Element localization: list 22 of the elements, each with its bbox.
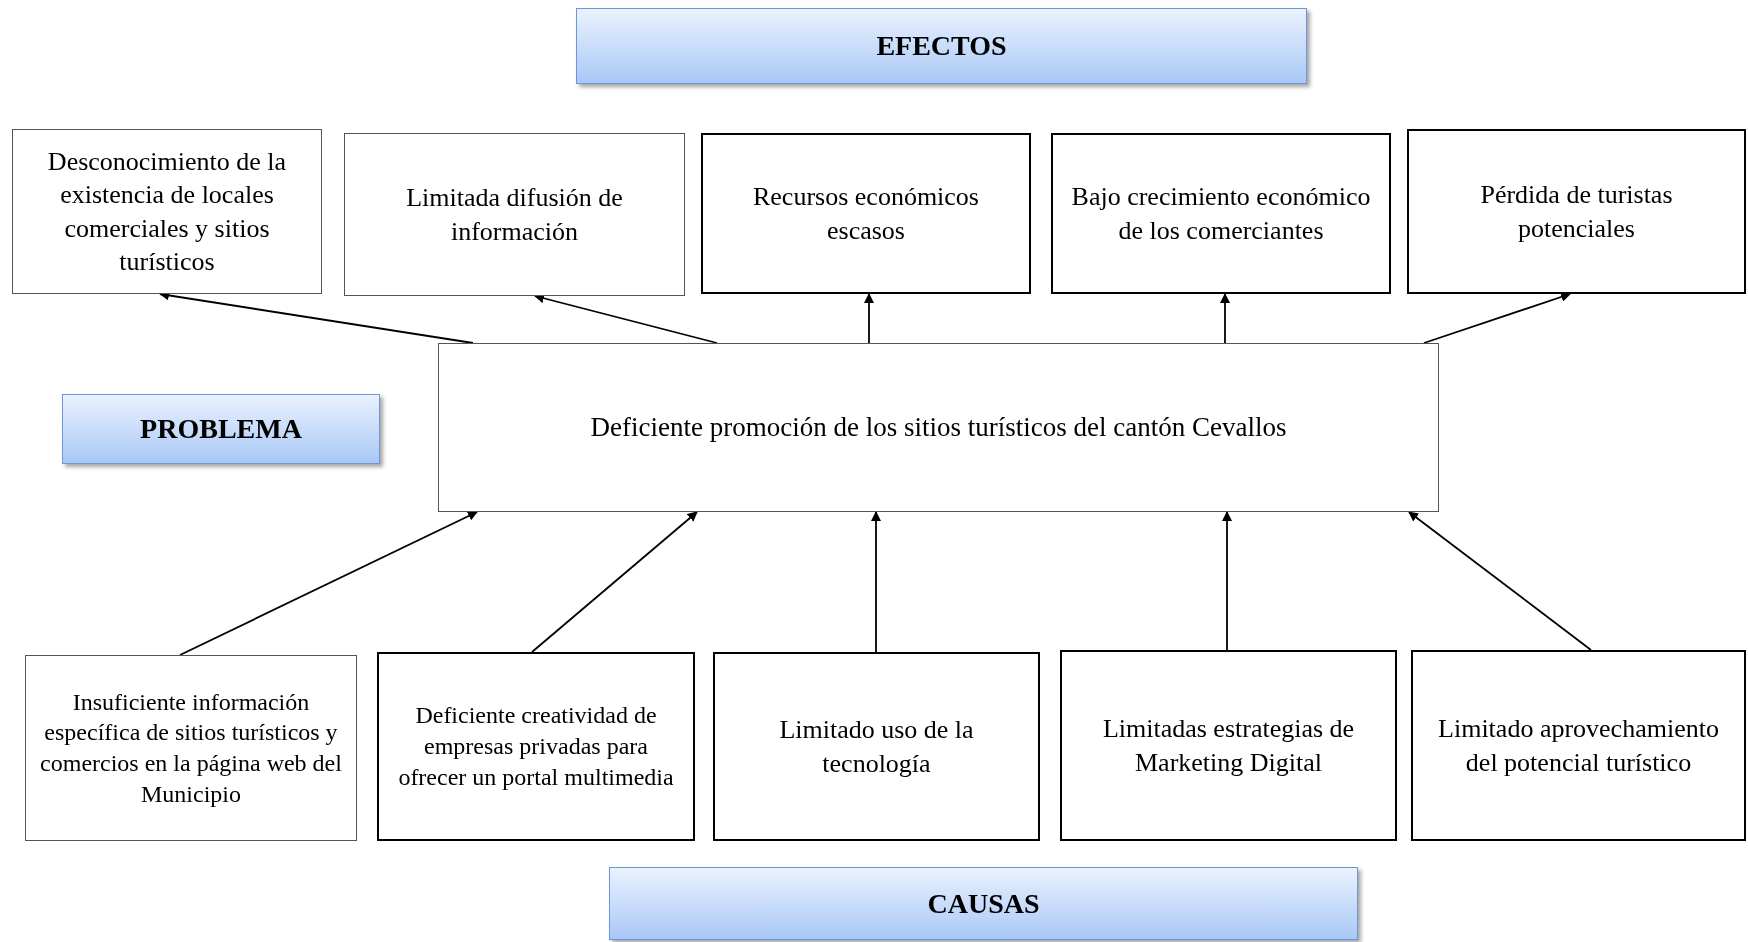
arrow <box>1222 511 1232 651</box>
arrow <box>1220 293 1230 344</box>
text-box: Insuficiente información específica de sitios turísticos y comercios en la página web del Municipio <box>25 655 357 841</box>
text-box: Bajo crecimiento económico de los comerciantes <box>1051 133 1391 294</box>
text-box: Limitadas estrategias de Marketing Digital <box>1060 650 1397 841</box>
text-box: Desconocimiento de la existencia de locales comerciales y sitios turísticos <box>12 129 322 294</box>
text-box: Limitada difusión de información <box>344 133 685 296</box>
arrow <box>1408 511 1592 651</box>
text-box: Deficiente creatividad de empresas privadas para ofrecer un portal multimedia <box>377 652 695 841</box>
text-box: Limitado uso de la tecnología <box>713 652 1040 841</box>
arrow <box>531 511 698 653</box>
header-banner: EFECTOS <box>576 8 1307 84</box>
arrow <box>1423 292 1571 344</box>
text-box: Pérdida de turistas potenciales <box>1407 129 1746 294</box>
text-box: Recursos económicos escasos <box>701 133 1031 294</box>
arrow <box>864 293 874 344</box>
arrow <box>179 511 478 656</box>
problem-box: Deficiente promoción de los sitios turísticos del cantón Cevallos <box>438 343 1439 512</box>
header-banner: CAUSAS <box>609 867 1358 940</box>
header-banner: PROBLEMA <box>62 394 380 464</box>
text-box: Limitado aprovechamiento del potencial turístico <box>1411 650 1746 841</box>
arrow <box>871 511 881 653</box>
